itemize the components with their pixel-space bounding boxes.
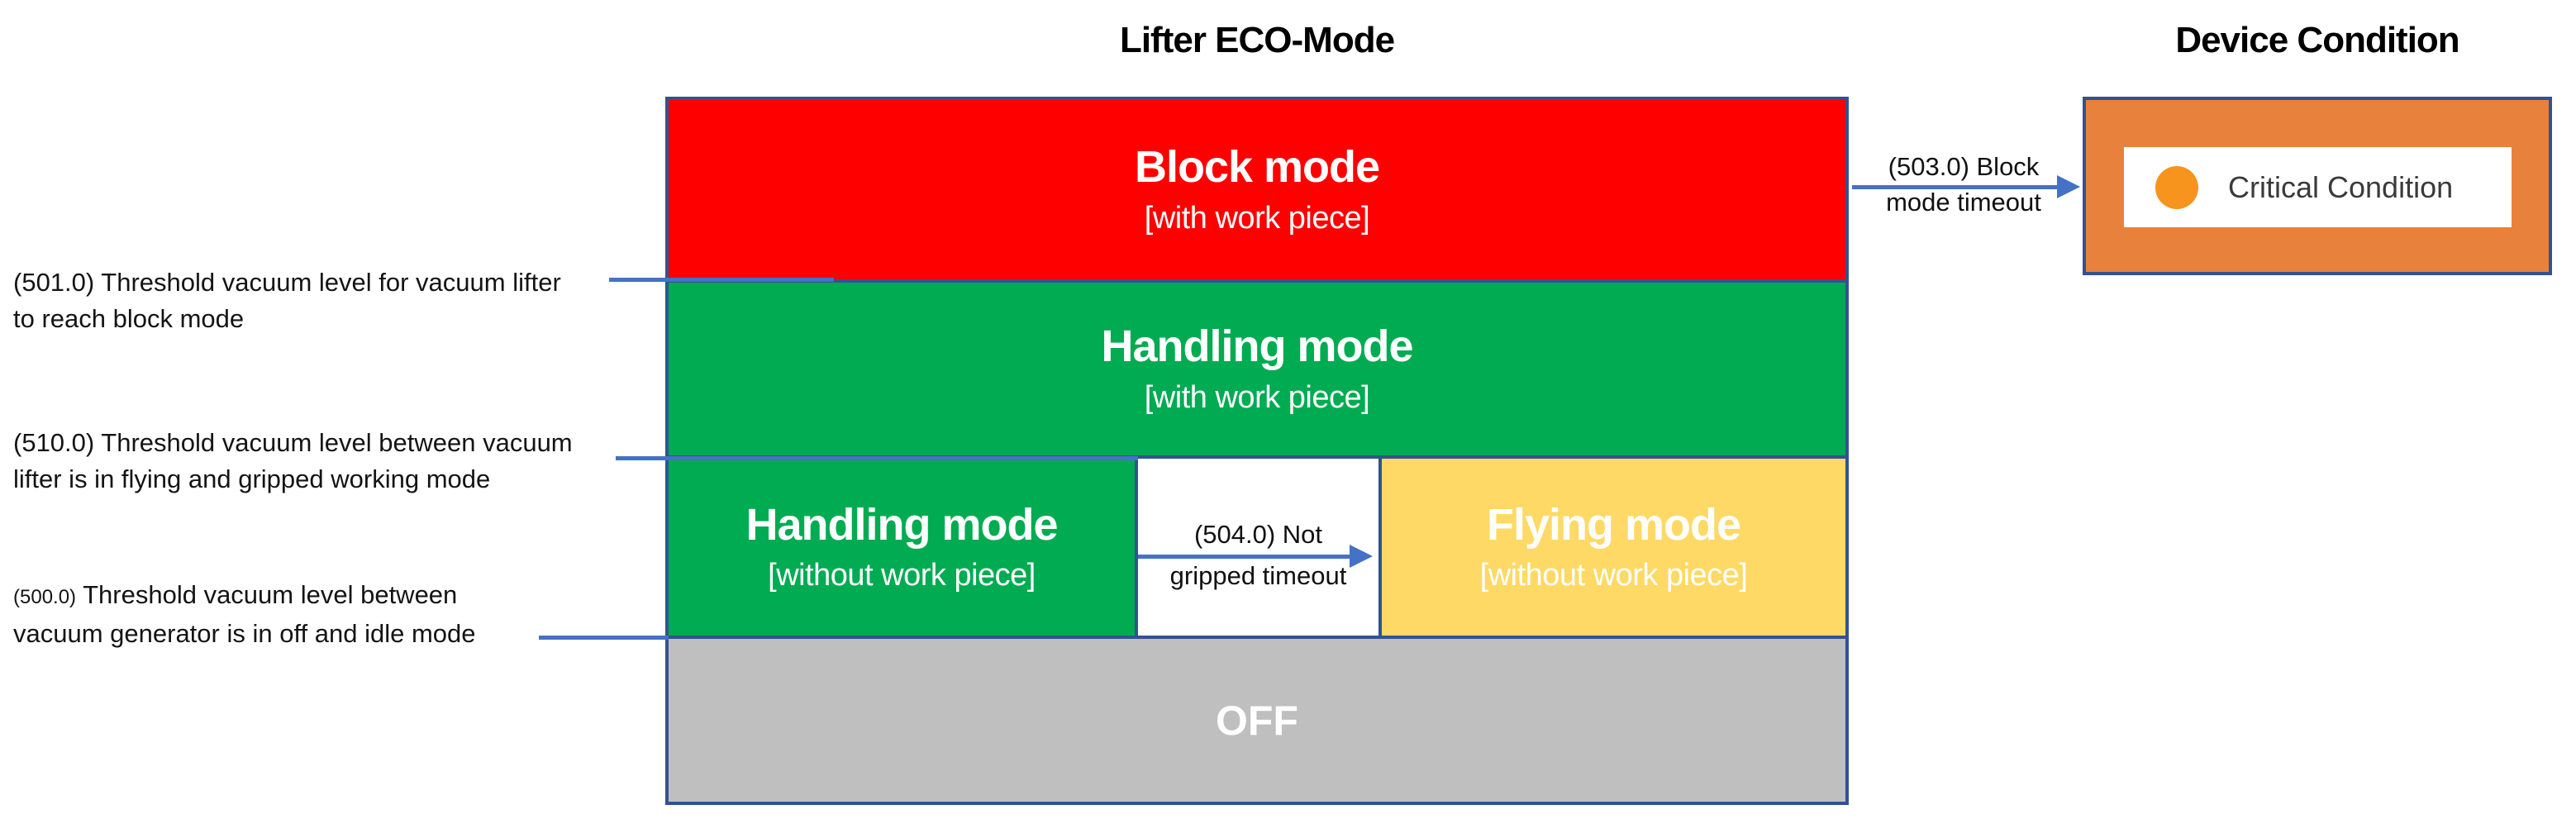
handling-mode-with-state: Handling mode [with work piece] (669, 283, 1845, 455)
main-title: Lifter ECO-Mode (1119, 20, 1395, 60)
threshold-501-line2: to reach block mode (13, 304, 245, 333)
threshold-500-connector (539, 636, 669, 640)
cell-divider-right (1378, 459, 1382, 636)
off-title: OFF (1216, 697, 1298, 744)
block-mode-title: Block mode (1134, 142, 1380, 193)
not-gripped-transition-cell: (504.0) Not gripped timeout (1138, 459, 1378, 636)
device-condition-title: Device Condition (2175, 20, 2459, 60)
not-gripped-label-line1: (504.0) Not (1193, 520, 1323, 549)
threshold-divider-501 (669, 279, 1845, 283)
state-diagram: Block mode [with work piece] Handling mo… (665, 97, 1849, 805)
flying-mode-state: Flying mode [without work piece] (1382, 459, 1845, 636)
threshold-500-annotation: (500.0) Threshold vacuum level between v… (13, 577, 475, 652)
threshold-501-annotation: (501.0) Threshold vacuum level for vacuu… (13, 264, 561, 337)
handling-with-title: Handling mode (1101, 322, 1414, 372)
handling-mode-without-state: Handling mode [without work piece] (669, 459, 1135, 636)
threshold-510-line2: lifter is in flying and gripped working … (13, 464, 491, 493)
handling-without-title: Handling mode (745, 499, 1059, 550)
handling-with-subtitle: [with work piece] (1144, 379, 1370, 415)
off-state: OFF (669, 639, 1845, 802)
block-mode-subtitle: [with work piece] (1144, 200, 1370, 236)
threshold-510-annotation: (510.0) Threshold vacuum level between v… (13, 425, 573, 498)
status-label: Critical Condition (2228, 169, 2454, 204)
flying-mode-subtitle: [without work piece] (1479, 558, 1748, 593)
handling-without-subtitle: [without work piece] (768, 558, 1036, 593)
status-dot-icon (2155, 165, 2198, 209)
flying-mode-title: Flying mode (1486, 499, 1741, 550)
arrow-right-icon (2057, 175, 2080, 198)
device-condition-box: Critical Condition (2083, 97, 2552, 275)
third-row: Handling mode [without work piece] (504.… (669, 459, 1845, 636)
block-timeout-label-line2: mode timeout (1886, 188, 2041, 217)
block-mode-state: Block mode [with work piece] (669, 100, 1845, 279)
not-gripped-label-line2: gripped timeout (1169, 561, 1347, 590)
threshold-510-line1: (510.0) Threshold vacuum level between v… (13, 428, 573, 457)
threshold-501-connector (609, 278, 834, 282)
threshold-500-code: (500.0) (13, 586, 77, 608)
device-condition-status: Critical Condition (2124, 147, 2512, 227)
arrow-right-icon (1350, 545, 1373, 568)
threshold-500-line2: vacuum generator is in off and idle mode (13, 619, 476, 648)
threshold-500-line1: (500.0) Threshold vacuum level between (13, 580, 458, 609)
threshold-divider-510 (669, 455, 1845, 459)
threshold-510-connector (616, 456, 1138, 460)
threshold-501-line1: (501.0) Threshold vacuum level for vacuu… (13, 268, 561, 297)
cell-divider-left (1135, 459, 1138, 636)
threshold-divider-500 (669, 636, 1845, 639)
not-gripped-arrow (1138, 555, 1350, 559)
block-timeout-arrow (1852, 185, 2059, 189)
block-timeout-label-line1: (503.0) Block (1888, 152, 2040, 181)
